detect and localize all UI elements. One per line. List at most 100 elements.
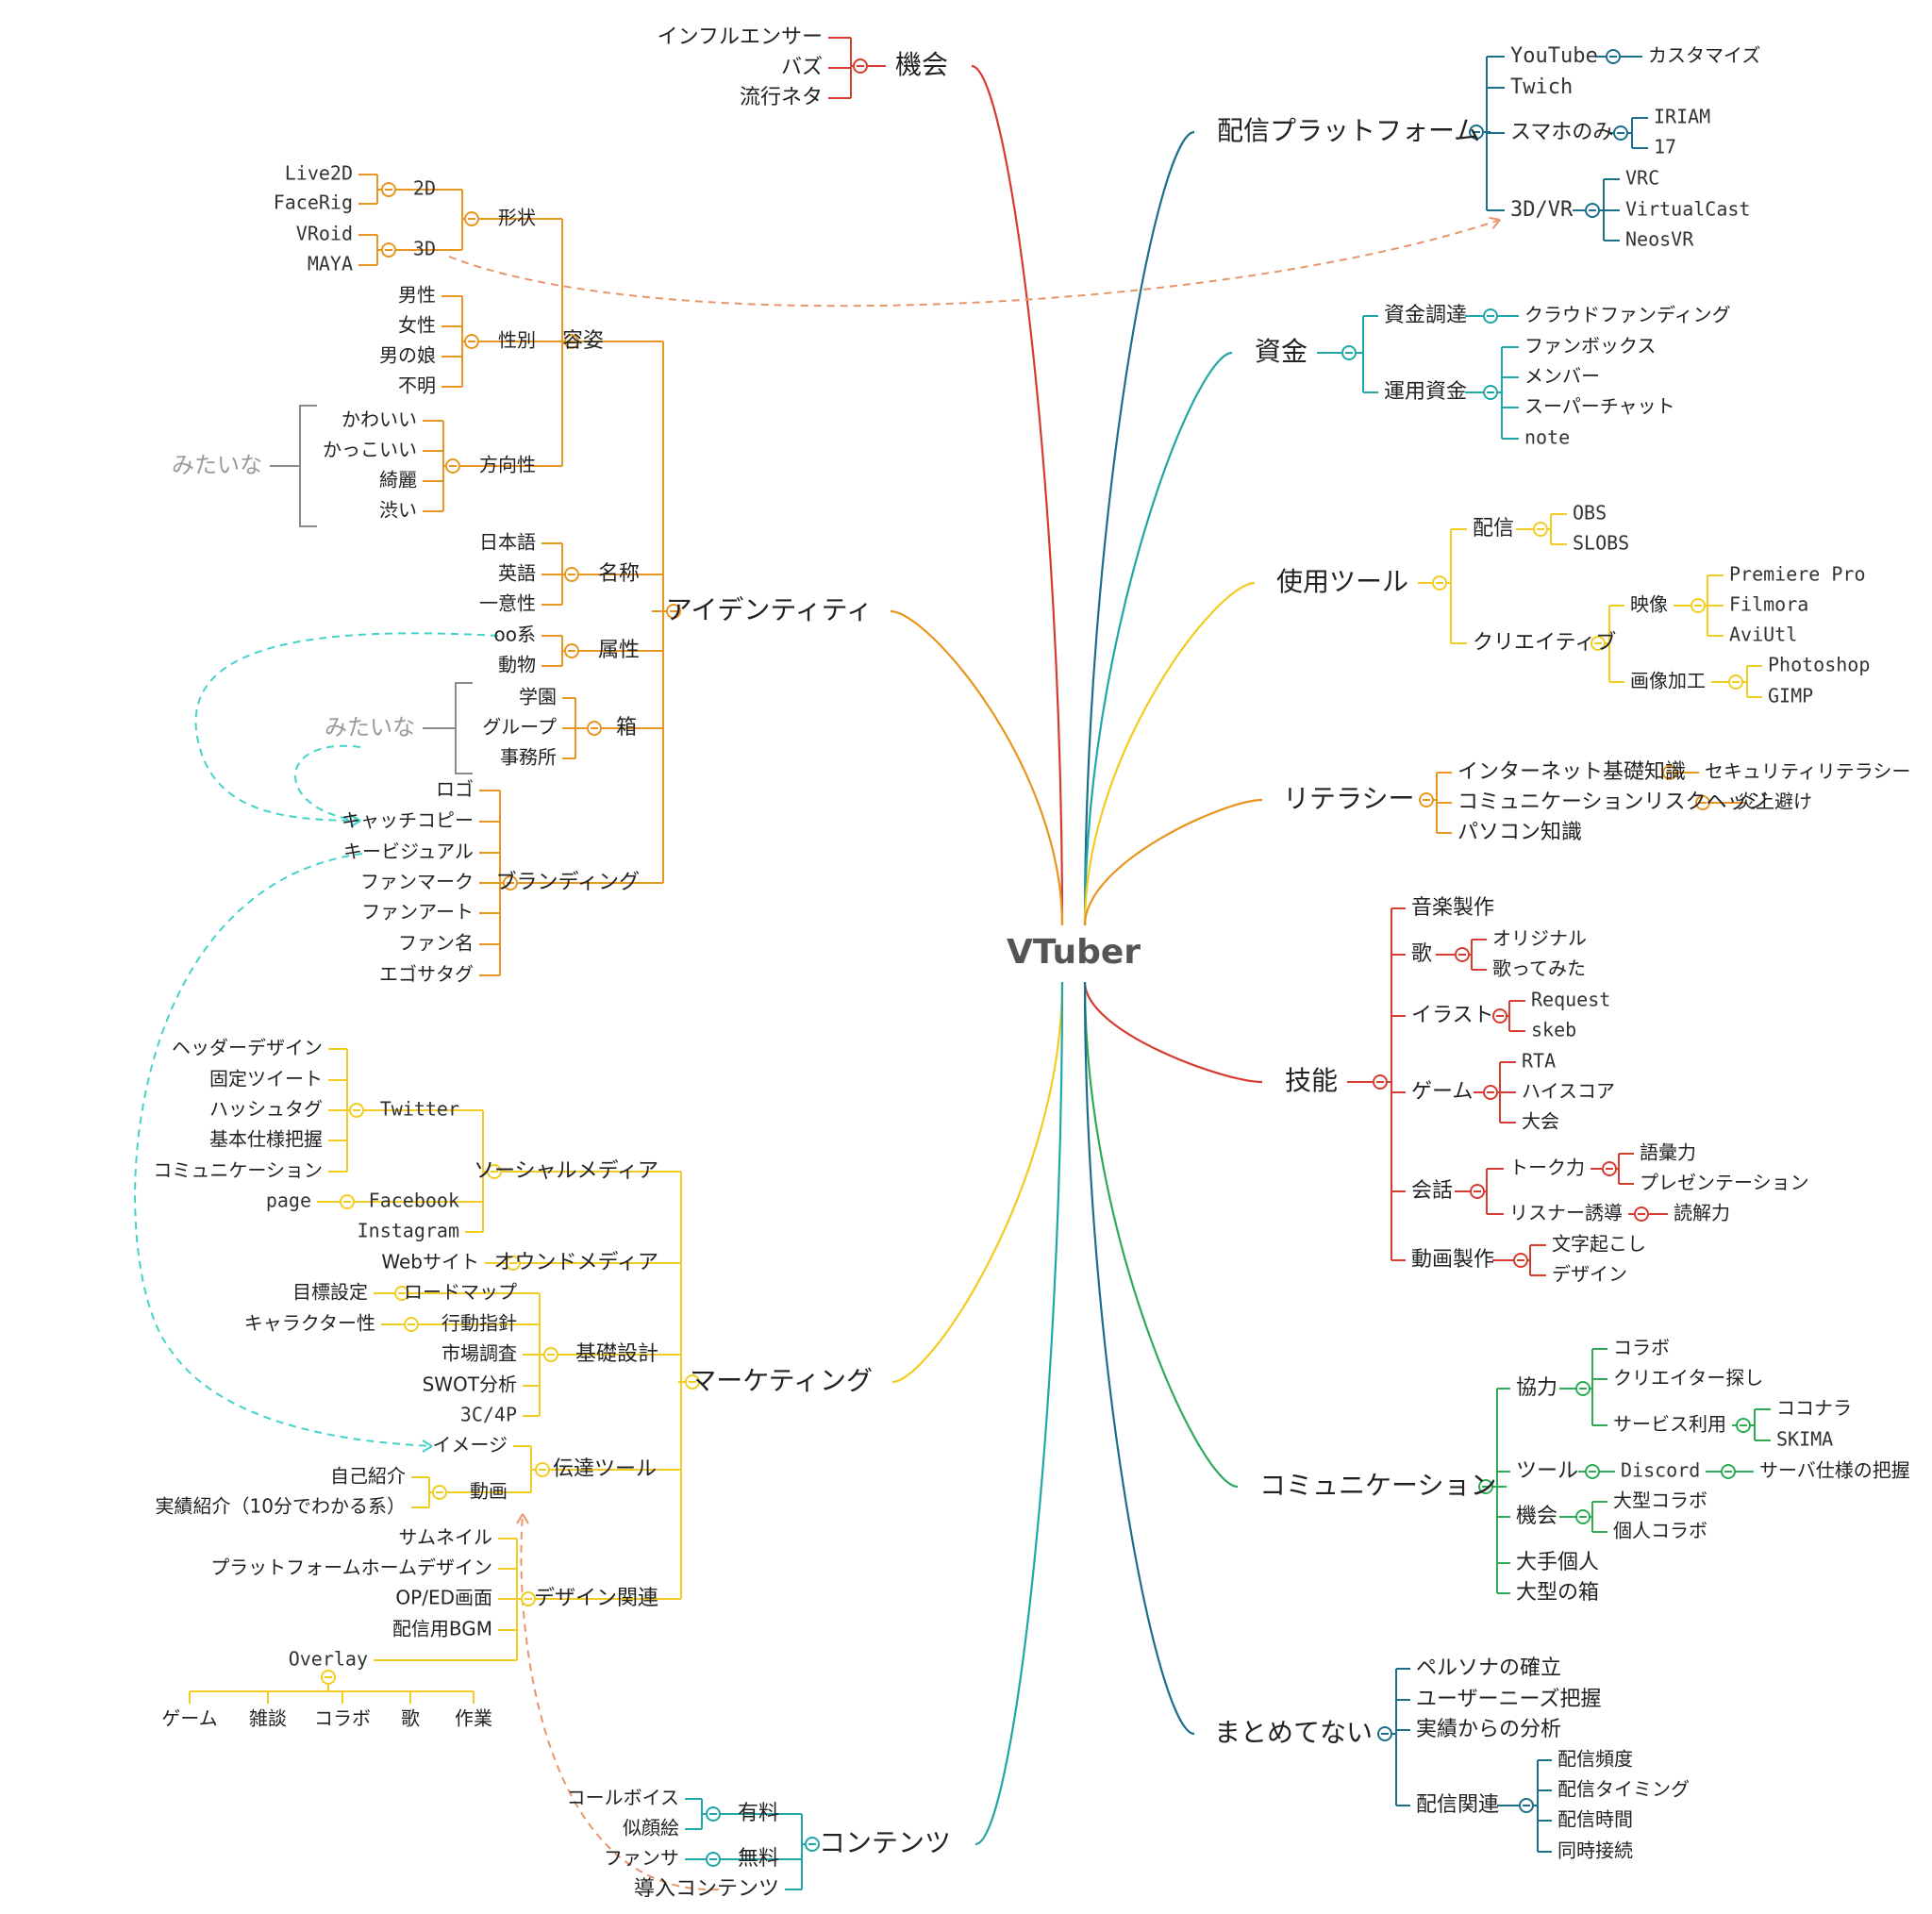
collapse-toggle-icon[interactable] [1533, 522, 1548, 537]
topic-ginou-4-0: トーク力 [1509, 1157, 1585, 1179]
collapse-toggle-icon[interactable] [1492, 1008, 1507, 1024]
collapse-toggle-icon[interactable] [1341, 345, 1357, 360]
topic-marketing-4-4-0: ゲーム [161, 1707, 217, 1730]
topic-shikin-0-0: クラウドファンディング [1524, 304, 1731, 326]
topic-contents-0: 有料 [738, 1802, 779, 1825]
collapse-toggle-icon[interactable] [1591, 636, 1606, 651]
collapse-toggle-icon[interactable] [1478, 1479, 1493, 1494]
collapse-toggle-icon[interactable] [521, 1591, 536, 1606]
collapse-toggle-icon[interactable] [853, 58, 868, 74]
topic-shikin-1-2: スーパーチャット [1524, 395, 1675, 418]
topic-ginou-1-1: 歌ってみた [1492, 957, 1586, 980]
topic-marketing-1: オウンドメディア [494, 1251, 658, 1274]
collapse-toggle-icon[interactable] [1483, 1085, 1498, 1100]
collapse-toggle-icon[interactable] [1513, 1253, 1528, 1268]
collapse-toggle-icon[interactable] [1373, 1074, 1388, 1090]
branch-tools: 使用ツール [1276, 566, 1408, 597]
topic-communication-4: 大型の箱 [1516, 1581, 1599, 1605]
collapse-toggle-icon[interactable] [381, 182, 396, 197]
topic-marketing-4-3: 配信用BGM [392, 1618, 492, 1640]
collapse-toggle-icon[interactable] [487, 1164, 502, 1179]
topic-communication-1: ツール [1516, 1459, 1578, 1483]
topic-identity-0-2-3: 渋い [379, 499, 417, 522]
collapse-toggle-icon[interactable] [1377, 1726, 1392, 1741]
branch-curve [1083, 130, 1195, 926]
topic-marketing-4: デザイン関連 [534, 1587, 658, 1610]
collapse-toggle-icon[interactable] [1519, 1798, 1534, 1813]
collapse-toggle-icon[interactable] [464, 211, 479, 226]
collapse-toggle-icon[interactable] [543, 1347, 558, 1362]
collapse-toggle-icon[interactable] [1721, 1464, 1736, 1479]
collapse-toggle-icon[interactable] [394, 1286, 409, 1301]
collapse-toggle-icon[interactable] [1470, 1184, 1485, 1199]
collapse-toggle-icon[interactable] [432, 1485, 447, 1500]
topic-marketing-0-0-4: コミュニケーション [153, 1159, 323, 1182]
branch-connector [1732, 1408, 1771, 1441]
collapse-toggle-icon[interactable] [1575, 1381, 1591, 1396]
collapse-toggle-icon[interactable] [1736, 1418, 1751, 1433]
collapse-toggle-icon[interactable] [564, 567, 579, 582]
topic-identity-1-0: 日本語 [479, 531, 536, 554]
collapse-toggle-icon[interactable] [564, 334, 579, 349]
branch-connector [374, 1538, 664, 1661]
collapse-toggle-icon[interactable] [503, 875, 518, 890]
branch-curve [971, 64, 1064, 926]
collapse-toggle-icon[interactable] [1634, 1207, 1649, 1222]
collapse-toggle-icon[interactable] [445, 458, 460, 474]
collapse-toggle-icon[interactable] [1690, 598, 1706, 613]
collapse-toggle-icon[interactable] [1432, 575, 1447, 591]
collapse-toggle-icon[interactable] [1575, 1509, 1591, 1524]
topic-tools-1-0-2: AviUtl [1729, 624, 1797, 646]
collapse-toggle-icon[interactable] [1585, 203, 1600, 218]
topic-ginou-5-1: デザイン [1552, 1263, 1627, 1286]
collapse-toggle-icon[interactable] [1483, 385, 1498, 400]
topic-ginou-4-0-0: 語彙力 [1640, 1141, 1696, 1164]
collapse-toggle-icon[interactable] [464, 334, 479, 349]
topic-communication-0-2: サービス利用 [1613, 1413, 1726, 1436]
topic-tools-1-1: 画像加工 [1630, 670, 1706, 692]
branch-connector [423, 420, 541, 512]
collapse-toggle-icon[interactable] [1483, 308, 1498, 324]
collapse-toggle-icon[interactable] [706, 1806, 721, 1822]
topic-matome-0: ペルソナの確立 [1416, 1656, 1561, 1680]
branch-connector [541, 542, 645, 606]
collapse-toggle-icon[interactable] [706, 1852, 721, 1867]
collapse-toggle-icon[interactable] [587, 721, 602, 736]
branch-connector [1465, 346, 1519, 440]
collapse-toggle-icon[interactable] [1613, 125, 1628, 141]
topic-identity-0-2: 方向性 [479, 454, 536, 476]
branch-platform: 配信プラットフォーム [1217, 115, 1480, 146]
collapse-toggle-icon[interactable] [506, 1256, 521, 1271]
cross-link [194, 632, 499, 822]
collapse-toggle-icon[interactable] [564, 643, 579, 658]
collapse-toggle-icon[interactable] [321, 1670, 336, 1685]
collapse-toggle-icon[interactable] [685, 1374, 700, 1390]
collapse-toggle-icon[interactable] [340, 1194, 355, 1209]
topic-matome-3-1: 配信タイミング [1557, 1778, 1690, 1801]
collapse-toggle-icon[interactable] [1695, 795, 1710, 810]
topic-marketing-2-1-0: キャラクター性 [244, 1312, 375, 1335]
collapse-toggle-icon[interactable] [805, 1837, 820, 1852]
topic-marketing-4-4-2: コラボ [314, 1707, 371, 1730]
topic-platform-3-2: NeosVR [1625, 228, 1694, 251]
collapse-toggle-icon[interactable] [666, 604, 681, 619]
collapse-toggle-icon[interactable] [1602, 1161, 1617, 1176]
collapse-toggle-icon[interactable] [349, 1103, 364, 1118]
collapse-toggle-icon[interactable] [1455, 947, 1470, 962]
note-mitaina-box: みたいな [325, 714, 415, 741]
collapse-toggle-icon[interactable] [381, 242, 396, 258]
collapse-toggle-icon[interactable] [535, 1462, 550, 1477]
collapse-toggle-icon[interactable] [1728, 674, 1743, 690]
branch-connector [441, 189, 541, 251]
branch-connector [1492, 1244, 1546, 1276]
collapse-toggle-icon[interactable] [1585, 1464, 1600, 1479]
topic-identity-4-2: キービジュアル [343, 840, 474, 863]
branch-connector [441, 295, 541, 388]
collapse-toggle-icon[interactable] [1606, 49, 1621, 64]
topic-literacy-0: インターネット基礎知識 [1457, 760, 1686, 784]
collapse-toggle-icon[interactable] [1469, 125, 1484, 140]
collapse-toggle-icon[interactable] [1662, 765, 1677, 780]
topic-marketing-4-2: OP/ED画面 [395, 1587, 492, 1609]
collapse-toggle-icon[interactable] [404, 1317, 419, 1332]
collapse-toggle-icon[interactable] [1419, 792, 1434, 807]
